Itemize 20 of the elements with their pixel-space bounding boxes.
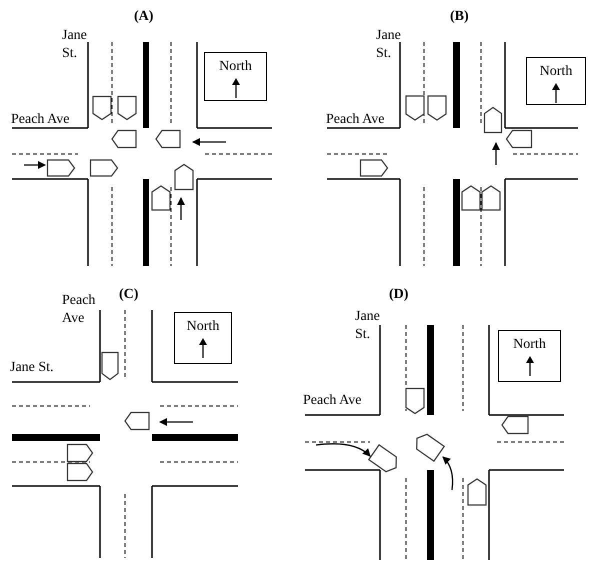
street-label: Peach Ave: [326, 111, 384, 129]
street-label: Peach Ave: [62, 292, 96, 328]
street-label: Jane St.: [355, 308, 381, 344]
street-label: Jane St.: [10, 359, 54, 377]
panel-label: (C): [119, 286, 138, 304]
panel-label: (A): [134, 8, 154, 26]
compass-box: [498, 330, 561, 382]
street-label: Jane St.: [62, 27, 88, 63]
compass-label: North: [219, 59, 252, 75]
street-label: Peach Ave: [11, 111, 70, 129]
compass-box: [204, 52, 267, 101]
panel-label: (D): [389, 286, 408, 304]
compass-label: North: [513, 337, 546, 353]
street-label: Jane St.: [376, 27, 402, 63]
compass-box: [526, 57, 586, 105]
compass-box: [174, 312, 232, 364]
compass-label: North: [540, 64, 572, 80]
street-label: Peach Ave: [303, 392, 362, 410]
panel-label: (B): [450, 8, 469, 26]
compass-label: North: [186, 319, 220, 335]
